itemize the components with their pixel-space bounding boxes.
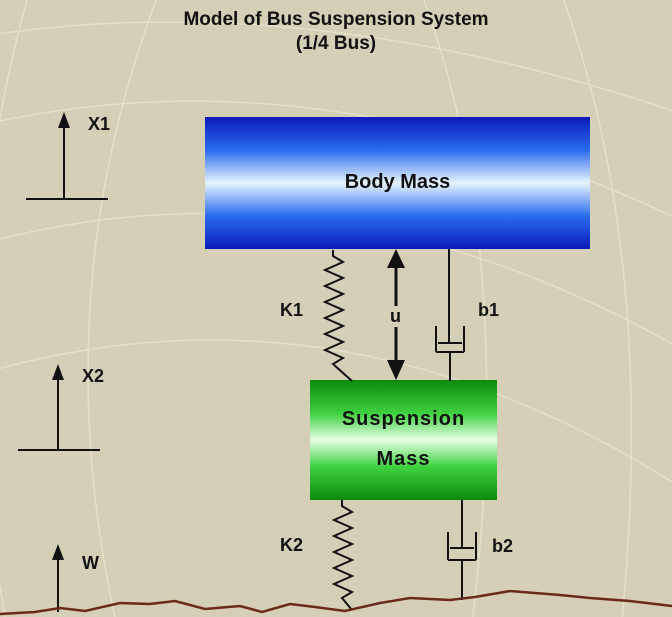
b1-label: b1: [478, 300, 500, 320]
b2-label: b2: [492, 536, 514, 556]
x2-arrow-icon: [18, 378, 100, 451]
actuator-up-arrowhead-icon: [387, 249, 405, 268]
spring-k1-icon: [322, 250, 353, 382]
spring-k2-icon: [331, 500, 355, 611]
x1-arrowhead-icon: [58, 112, 70, 128]
x2-arrowhead-icon: [52, 364, 64, 380]
damper-b2-icon: [447, 500, 477, 600]
x2-label: X2: [82, 366, 105, 386]
suspension-mass-block: [310, 380, 497, 500]
w-arrowhead-icon: [52, 544, 64, 560]
diagram-title: Model of Bus Suspension System: [183, 9, 489, 30]
actuator-down-arrowhead-icon: [387, 360, 405, 380]
body-mass-label: Body Mass: [344, 171, 451, 193]
x1-label: X1: [88, 114, 111, 134]
w-label: W: [82, 553, 99, 573]
body-mass-block: [205, 117, 590, 249]
k1-label: K1: [280, 300, 304, 320]
road-profile: [0, 589, 672, 616]
diagram-subtitle: (1/4 Bus): [295, 33, 377, 54]
x1-arrow-icon: [26, 126, 108, 200]
k2-label: K2: [280, 535, 304, 555]
damper-b1-icon: [435, 249, 465, 381]
suspension-mass-label-line2: Mass: [376, 448, 431, 470]
suspension-mass-label-line1: Suspension: [341, 408, 466, 430]
actuator-u-label: u: [388, 306, 403, 327]
